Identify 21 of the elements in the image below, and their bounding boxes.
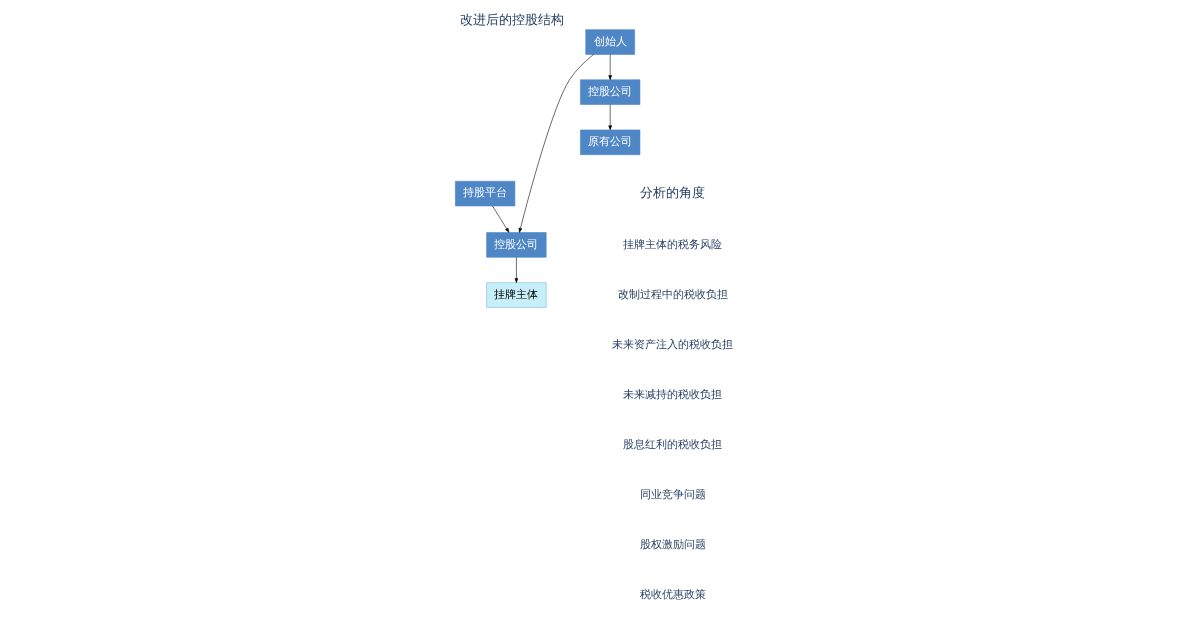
label: 未来资产注入的税收负担: [611, 337, 733, 351]
arrow: [514, 257, 518, 283]
label: 股息红利的税收负担: [622, 438, 722, 452]
node-box: 控股公司: [485, 232, 546, 258]
arrow: [607, 54, 612, 80]
node-box: 挂牌主体: [485, 282, 546, 308]
label: 未来减持的税收负担: [622, 387, 722, 401]
arrow: [491, 205, 509, 233]
label: 挂牌主体的税务风险: [622, 237, 722, 251]
label: 同业竞争问题: [639, 488, 706, 502]
node-box: 原有公司: [579, 129, 640, 155]
label: 税收优惠政策: [639, 588, 706, 602]
label: 改制过程中的税收负担: [617, 287, 728, 301]
node-box: 持股平台: [454, 180, 515, 207]
arrow: [607, 104, 612, 131]
diagram-title: 改进后的控股结构: [459, 11, 564, 27]
arrow: [518, 54, 594, 233]
label: 股权激励问题: [639, 538, 706, 552]
label: 分析的角度: [639, 184, 705, 200]
node-box: 控股公司: [579, 79, 640, 105]
node-box: 创始人: [584, 29, 635, 55]
